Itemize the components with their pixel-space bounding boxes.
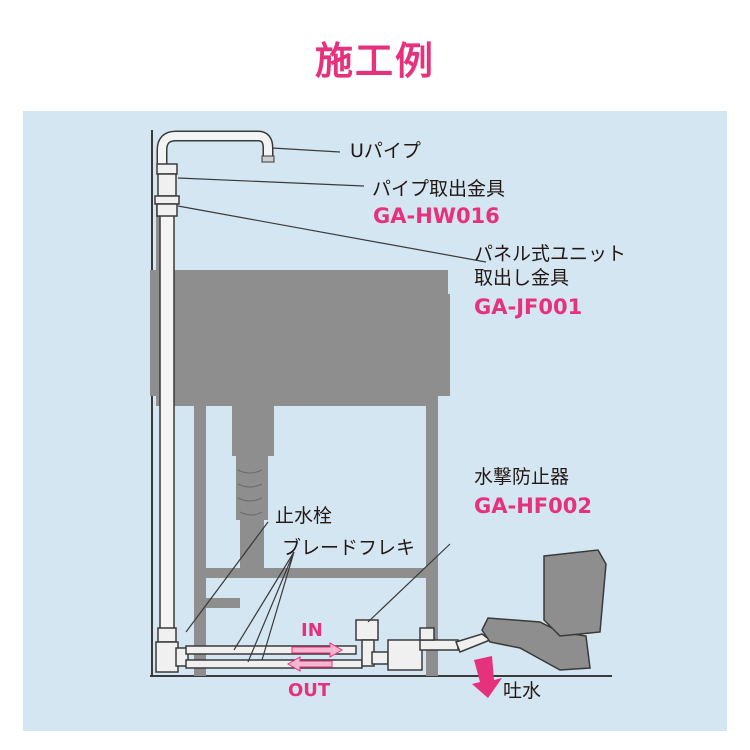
flow-arrows xyxy=(287,642,343,672)
u-pipe xyxy=(156,130,274,170)
label-u-pipe: Uパイプ xyxy=(350,140,421,162)
label-braided-hose: ブレードフレキ xyxy=(282,537,416,559)
label-pipe-fitting: パイプ取出金具 xyxy=(372,178,506,200)
label-stop-valve: 止水栓 xyxy=(275,505,333,527)
drain-pipe-lines xyxy=(237,469,263,516)
vertical-pipe xyxy=(159,204,175,631)
discharge-arrow xyxy=(472,656,502,698)
label-water-hammer: 水撃防止器 xyxy=(474,466,570,488)
label-flow-out: OUT xyxy=(288,680,331,701)
code-water-hammer: GA-HF002 xyxy=(474,494,592,518)
foot-pedal-shape xyxy=(481,549,607,671)
pipe-fittings xyxy=(154,163,180,217)
leader-lines xyxy=(177,147,487,663)
page-title: 施工例 xyxy=(314,39,435,83)
label-flow-in: IN xyxy=(301,620,323,641)
stop-valve-shape xyxy=(155,627,189,673)
u-pipe-fill xyxy=(158,132,272,170)
sink-unit xyxy=(150,205,450,676)
label-discharge: 吐水 xyxy=(503,680,542,702)
label-panel-fitting-line1: パネル式ユニット xyxy=(474,243,627,265)
code-panel-fitting: GA-JF001 xyxy=(474,295,583,319)
water-hammer-arrester-shape xyxy=(355,619,492,671)
label-panel-fitting-line2: 取出し金具 xyxy=(474,267,570,289)
code-pipe-fitting: GA-HW016 xyxy=(373,204,500,228)
